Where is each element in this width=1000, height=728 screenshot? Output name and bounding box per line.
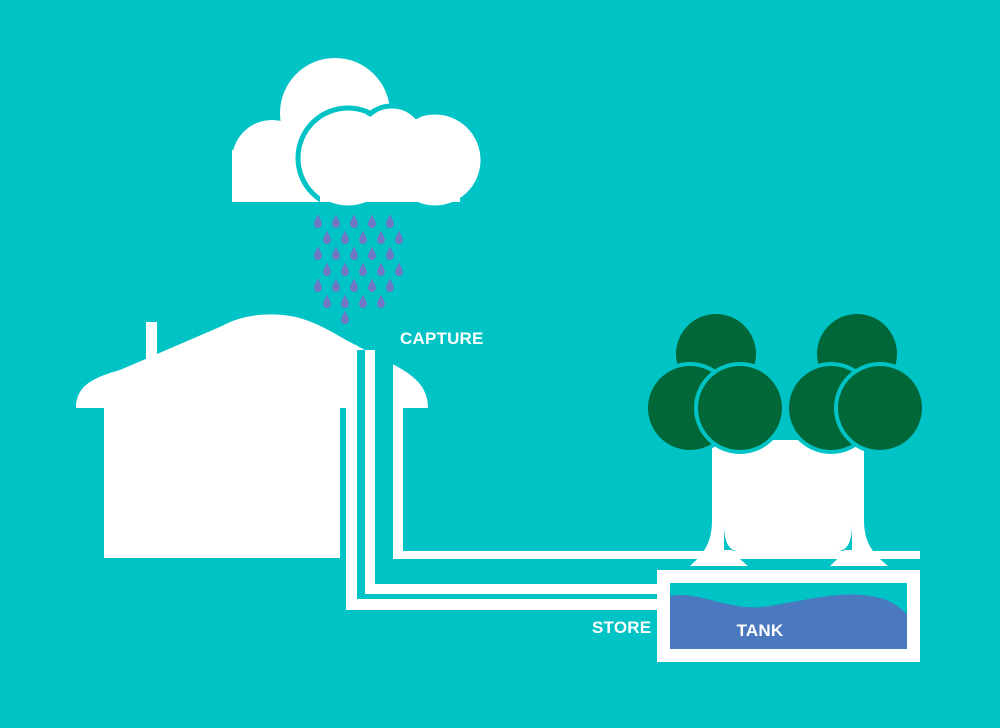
store-label: STORE <box>592 618 652 637</box>
house-icon <box>76 314 428 558</box>
raindrop-icon <box>332 278 340 292</box>
raindrop-icon <box>323 294 331 308</box>
pipe-icon <box>346 345 920 610</box>
rain-drops <box>314 214 403 324</box>
raindrop-icon <box>368 278 376 292</box>
raindrop-icon <box>368 214 376 228</box>
tank-icon <box>657 570 920 662</box>
raindrop-icon <box>377 230 385 244</box>
raindrop-icon <box>341 262 349 276</box>
raindrop-icon <box>377 294 385 308</box>
raindrop-icon <box>377 262 385 276</box>
raindrop-icon <box>368 246 376 260</box>
irrigation-label: IRRIGATION FOR PATCHWORK PARK <box>718 460 858 536</box>
raindrop-icon <box>395 262 403 276</box>
raindrop-icon <box>359 230 367 244</box>
raindrop-icon <box>395 230 403 244</box>
raindrop-icon <box>332 246 340 260</box>
raindrop-icon <box>314 246 322 260</box>
capture-label: CAPTURE <box>400 329 484 348</box>
raindrop-icon <box>332 214 340 228</box>
raindrop-icon <box>386 246 394 260</box>
raindrop-icon <box>350 246 358 260</box>
raindrop-icon <box>341 230 349 244</box>
raindrop-icon <box>323 230 331 244</box>
raindrop-icon <box>341 294 349 308</box>
cloud-icon <box>232 58 486 211</box>
tank-label: TANK <box>736 621 784 640</box>
roof-pipe-gap <box>340 350 393 558</box>
raindrop-icon <box>314 214 322 228</box>
raindrop-icon <box>314 278 322 292</box>
raindrop-icon <box>341 310 349 324</box>
irrigation-label-line: PATCHWORK <box>732 498 844 517</box>
raindrop-icon <box>386 214 394 228</box>
raindrop-icon <box>359 294 367 308</box>
tree-icon <box>644 310 926 566</box>
raindrop-icon <box>386 278 394 292</box>
raindrop-icon <box>350 214 358 228</box>
raindrop-icon <box>350 278 358 292</box>
raindrop-icon <box>323 262 331 276</box>
irrigation-label-line: IRRIGATION <box>737 460 839 479</box>
raindrop-icon <box>359 262 367 276</box>
irrigation-label-line: FOR <box>769 479 807 498</box>
irrigation-label-line: PARK <box>764 517 812 536</box>
